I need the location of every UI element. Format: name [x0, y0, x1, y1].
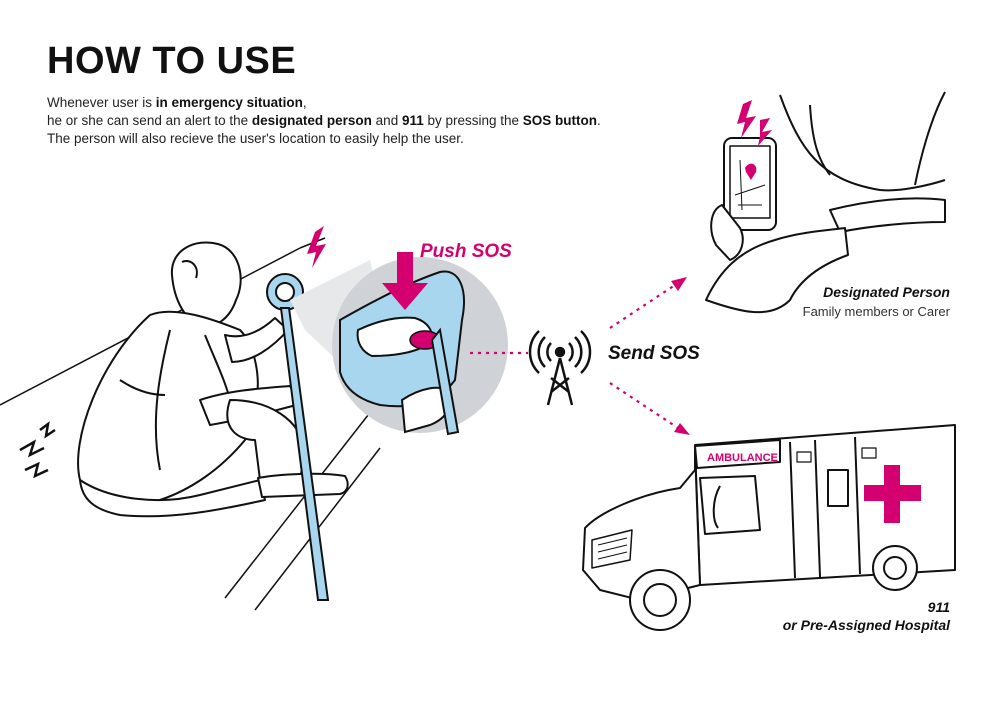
- red-cross-icon: [864, 465, 921, 523]
- phone-alert-icon: [737, 100, 756, 138]
- push-sos-label: Push SOS: [420, 241, 512, 262]
- page-title: HOW TO USE: [47, 40, 297, 82]
- arrowhead-lower: [674, 423, 690, 435]
- ambulance-label: AMBULANCE: [707, 452, 778, 464]
- zoom-detail: [332, 257, 508, 436]
- antenna-tower-icon: [528, 330, 592, 406]
- intro-line-2: he or she can send an alert to the desig…: [47, 113, 601, 128]
- alert-bolt-icon: [307, 226, 326, 268]
- designated-person-title: Designated Person: [823, 284, 950, 300]
- designated-person-subtitle: Family members or Carer: [802, 304, 950, 319]
- send-sos-label: Send SOS: [608, 343, 700, 364]
- designated-person-illustration: [705, 91, 946, 314]
- phone-alert-icon-2: [758, 118, 772, 146]
- hospital-line-1: 911: [927, 599, 950, 615]
- intro-line-1: Whenever user is in emergency situation,: [47, 95, 307, 110]
- sitting-person: [77, 241, 349, 518]
- pain-icon: [19, 421, 56, 479]
- signal-connectors: [470, 284, 679, 429]
- hospital-line-2: or Pre-Assigned Hospital: [782, 617, 950, 633]
- push-arrow-icon: [382, 252, 428, 310]
- intro-line-3: The person will also recieve the user's …: [47, 131, 464, 146]
- arrowhead-upper: [671, 277, 687, 291]
- intro-paragraph: Whenever user is in emergency situation,…: [47, 94, 687, 148]
